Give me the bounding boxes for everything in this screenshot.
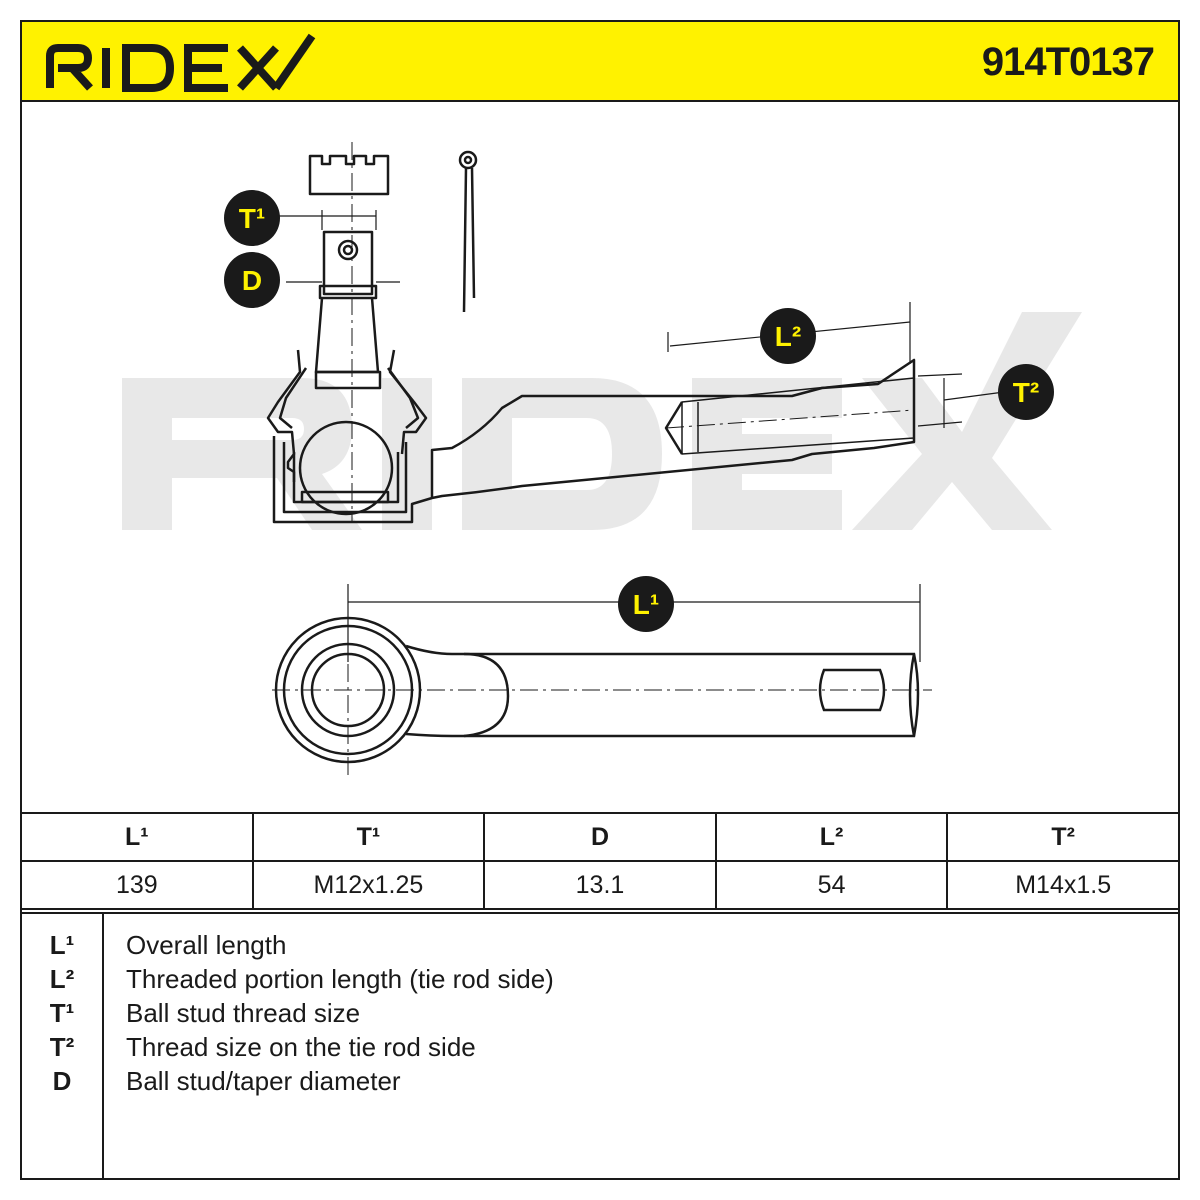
- spec-value-l1: 139: [20, 860, 254, 910]
- spec-header-t1: T¹: [251, 812, 486, 862]
- legend-key: L¹: [49, 930, 75, 960]
- svg-text:T¹: T¹: [239, 203, 265, 234]
- legend-text: Overall length: [126, 930, 287, 960]
- spec-value-t2: M14x1.5: [946, 860, 1180, 910]
- svg-text:D: D: [242, 265, 262, 296]
- spec-header-l1: L¹: [20, 812, 254, 862]
- spec-header-l2: L²: [714, 812, 949, 862]
- spec-value-row: 139 M12x1.25 13.1 54 M14x1.5: [20, 860, 1180, 910]
- callout-l1: L¹: [618, 576, 674, 632]
- callout-t1: T¹: [224, 190, 280, 246]
- svg-text:L²: L²: [775, 321, 801, 352]
- legend-item: L¹ Overall length: [22, 930, 1178, 964]
- legend-text: Threaded portion length (tie rod side): [126, 964, 554, 994]
- legend-key: L²: [49, 964, 75, 994]
- legend: L¹ Overall length L² Threaded portion le…: [20, 912, 1180, 1180]
- watermark-logo: [122, 312, 1082, 530]
- part-number: 914T0137: [981, 40, 1155, 84]
- legend-key: D: [52, 1066, 72, 1096]
- svg-text:T²: T²: [1013, 377, 1039, 408]
- legend-key: T²: [49, 1032, 75, 1062]
- spec-header-row: L¹ T¹ D L² T²: [20, 812, 1180, 862]
- spec-value-t1: M12x1.25: [251, 860, 486, 910]
- legend-item: L² Threaded portion length (tie rod side…: [22, 964, 1178, 998]
- header-bar: 914T0137: [22, 22, 1178, 102]
- callout-l2: L²: [760, 308, 816, 364]
- legend-item: T² Thread size on the tie rod side: [22, 1032, 1178, 1066]
- legend-item: D Ball stud/taper diameter: [22, 1066, 1178, 1100]
- spec-header-d: D: [483, 812, 717, 862]
- callout-d: D: [224, 252, 280, 308]
- cotter-pin-icon: [462, 167, 476, 313]
- legend-item: T¹ Ball stud thread size: [22, 998, 1178, 1032]
- spec-value-d: 13.1: [483, 860, 717, 910]
- top-view-centerlines: [272, 602, 932, 778]
- technical-drawing: T¹ D L² T² L¹: [122, 142, 1082, 778]
- callout-t2: T²: [998, 364, 1054, 420]
- legend-text: Thread size on the tie rod side: [126, 1032, 476, 1062]
- brand-logo: [44, 28, 324, 99]
- spec-table: L¹ T¹ D L² T² 139 M12x1.25 13.1 54 M14x1…: [20, 812, 1180, 910]
- svg-text:L¹: L¹: [633, 589, 659, 620]
- tie-rod-side-view: [266, 142, 916, 524]
- legend-text: Ball stud thread size: [126, 998, 361, 1028]
- legend-divider: [102, 914, 104, 1178]
- spec-header-t2: T²: [946, 812, 1180, 862]
- spec-value-l2: 54: [714, 860, 949, 910]
- castle-nut-icon: [308, 154, 390, 196]
- legend-text: Ball stud/taper diameter: [126, 1066, 401, 1096]
- legend-key: T¹: [49, 998, 75, 1028]
